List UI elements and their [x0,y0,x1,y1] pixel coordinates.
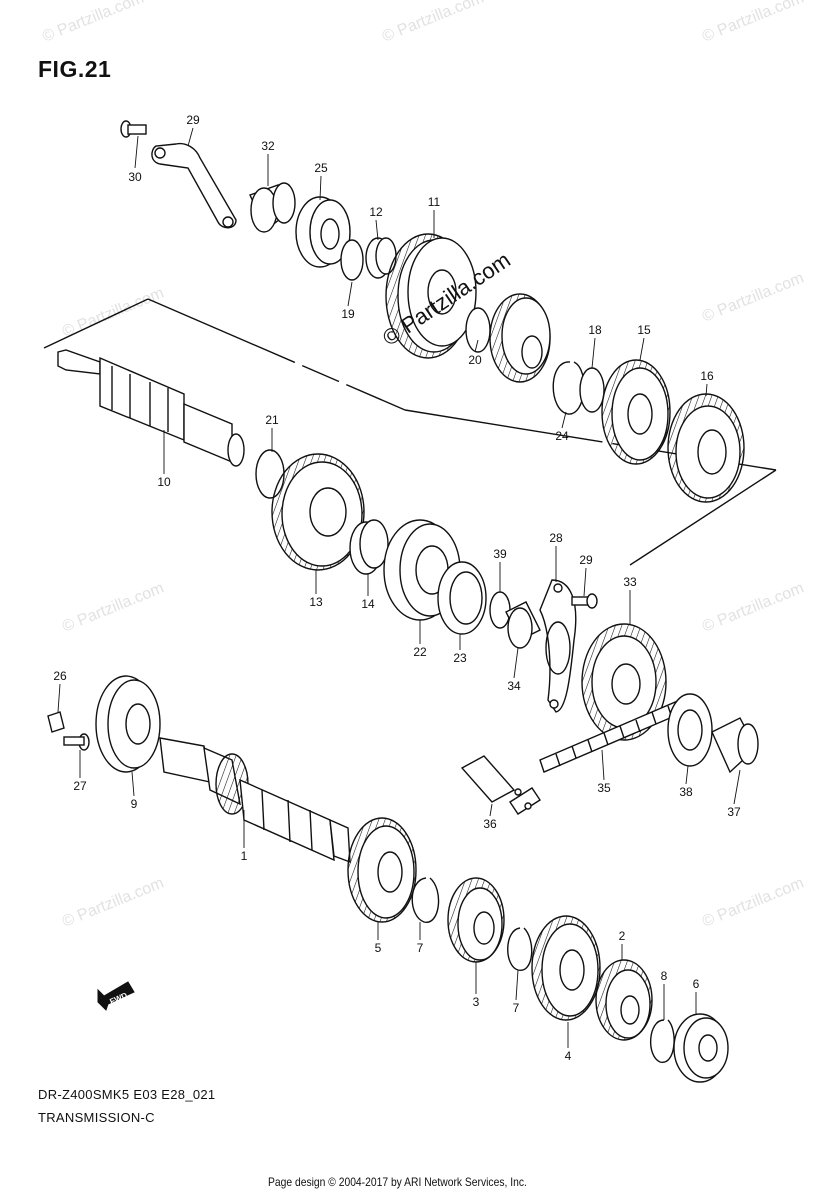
part-23-oil-seal [437,561,487,635]
callout-12: 12 [369,205,383,219]
part-4-gear [531,915,601,1021]
part-37-nut [711,717,759,774]
callout-33: 33 [623,575,637,589]
callout-18: 18 [588,323,602,337]
part-33-sprocket [581,623,667,741]
part-19-washer [340,239,364,281]
part-8-circlip [649,1019,675,1063]
part-36-chain-joint [460,755,541,815]
callout-9: 9 [131,797,138,811]
callout-21: 21 [265,413,279,427]
callout-22: 22 [413,645,427,659]
callout-15: 15 [637,323,651,337]
callout-7b: 7 [513,1001,520,1015]
part-34-spacer [505,601,541,649]
fwd-arrow-icon: FWD [97,981,135,1011]
callout-38: 38 [679,785,693,799]
model-code: DR-Z400SMK5 E03 E28_021 [38,1087,216,1102]
callout-23: 23 [453,651,467,665]
part-5-gear [347,817,417,923]
callout-31: 30 [128,170,142,184]
section-name: TRANSMISSION-C [38,1110,155,1125]
leader-lines [57,127,741,1048]
callout-8: 8 [661,969,668,983]
part-20-washer [465,307,491,353]
callout-26: 26 [53,669,67,683]
figure-title: FIG.21 [38,56,112,82]
part-25-bearing [295,196,351,268]
part-35-chain [539,699,685,773]
part-18-washer [579,367,605,413]
callout-36: 36 [483,817,497,831]
part-3-gear [447,877,505,963]
part-15-gear [601,359,671,465]
part-27-screw [63,733,90,751]
part-1-driveshaft [159,737,351,864]
callout-27: 27 [73,779,87,793]
callout-10: 10 [157,475,171,489]
callout-11: 11 [428,195,441,209]
callout-20: 20 [468,353,482,367]
part-9-bearing [95,675,161,773]
callout-1: 1 [241,849,248,863]
callout-3: 3 [473,995,480,1009]
callout-30: 29 [186,113,200,127]
part-6-bearing [673,1013,729,1083]
callout-39: 39 [493,547,507,561]
part-32-collar [249,182,296,233]
callout-25: 25 [314,161,328,175]
part-31-bolt [120,120,147,138]
callout-5: 5 [375,941,382,955]
part-2-gear [595,959,653,1041]
callout-2: 2 [619,929,626,943]
part-29-bolt [571,593,598,609]
part-16-gear [667,393,745,503]
callout-28: 28 [549,531,563,545]
callout-37: 37 [727,805,741,819]
callout-4: 4 [565,1049,572,1063]
part-7-circlip [507,927,533,971]
part-10-countershaft [57,349,245,467]
part-7-circlip [411,877,440,923]
part-11-gear [385,233,477,359]
callout-16: 16 [700,369,714,383]
part-26-retainer [47,711,65,733]
callout-29: 29 [579,553,593,567]
callout-6: 6 [693,977,700,991]
part-38-lock-washer [667,693,713,767]
copyright-credit: Page design © 2004-2017 by ARI Network S… [268,1175,527,1189]
callout-labels: 29 30 32 25 12 11 19 20 18 15 16 24 10 2… [53,113,741,1063]
callout-32: 32 [261,139,275,153]
part-39-o-ring [489,591,511,629]
part-28-plate [539,579,577,713]
callout-19: 19 [341,307,355,321]
callout-35: 35 [597,781,611,795]
callout-24: 24 [555,429,569,443]
part-13-gear [271,453,365,571]
callout-14: 14 [361,597,375,611]
part-14-bushing [349,519,389,575]
part-30-lever [151,142,237,229]
part-gear-spline [489,293,551,383]
callout-7: 7 [417,941,424,955]
callout-13: 13 [309,595,323,609]
callout-34: 34 [507,679,521,693]
